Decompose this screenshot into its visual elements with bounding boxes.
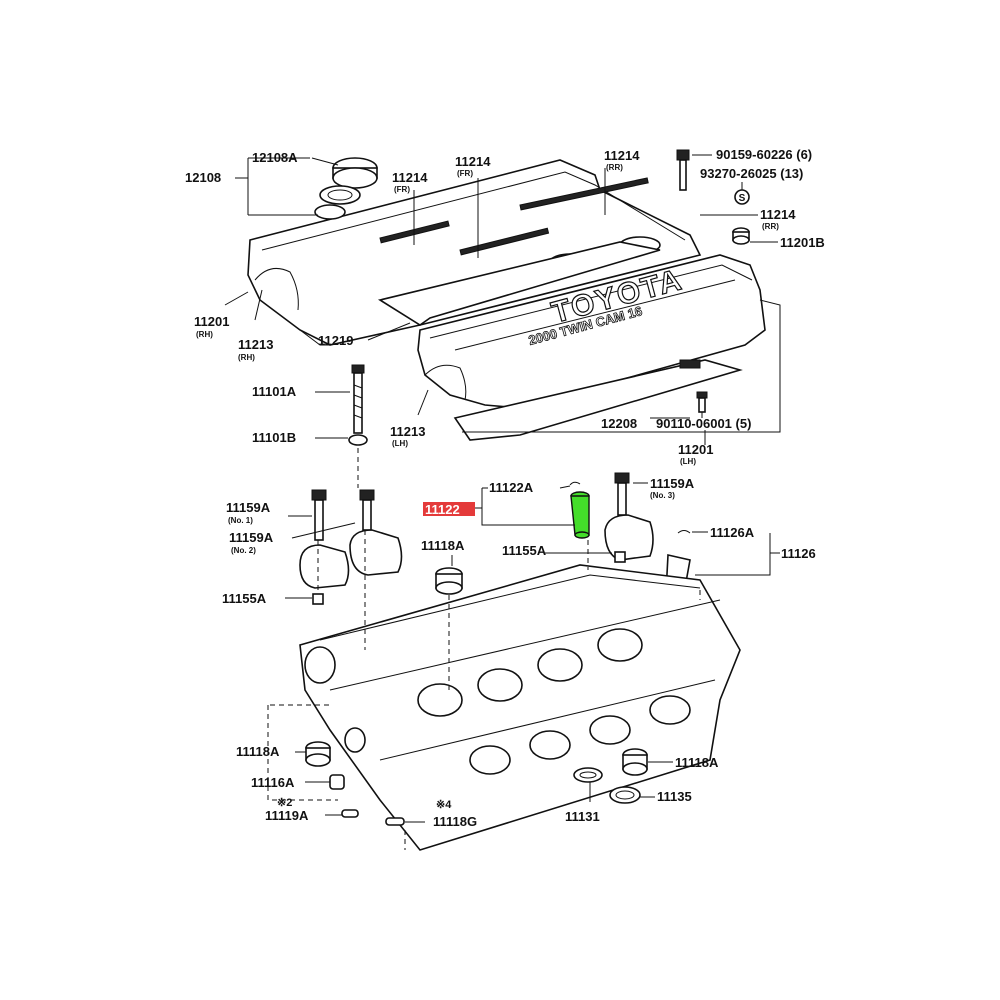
label-11155a-mid: 11155A (502, 543, 547, 558)
cam-bearing-cap-1 (299, 544, 350, 589)
stud-bolt-11101a (351, 364, 365, 434)
rh-baffle-rr (519, 177, 649, 211)
label-11201-lh: 11201 (678, 442, 713, 457)
grommet-11201b (732, 227, 750, 245)
label-11159a-no3-sub: (No. 3) (650, 491, 675, 500)
pin-11118g (385, 817, 405, 826)
snap-ring-11122a (569, 481, 581, 486)
label-11201-lh-sub: (LH) (680, 457, 696, 466)
plug-11118a-right (622, 748, 648, 776)
label-11118a-top: 11118A (421, 538, 465, 553)
label-11214-rr1-sub: (RR) (606, 163, 623, 172)
plug-11118a-top (435, 567, 463, 595)
label-11135: 11135 (657, 789, 692, 804)
oil-filler-neck (314, 204, 346, 220)
label-11219: 11219 (318, 333, 353, 348)
label-11214-fr1-sub: (FR) (394, 185, 410, 194)
seal-11135 (609, 786, 641, 804)
label-11126a: 11126A (710, 525, 755, 540)
label-11159a-no2-sub: (No. 2) (231, 546, 256, 555)
label-11214-rr1: 11214 (604, 148, 640, 163)
cylinder-head (299, 564, 741, 851)
label-11118a-left: 11118A (236, 744, 280, 759)
dowel-11155a-left (312, 593, 324, 605)
lh-vent-grid (679, 359, 701, 369)
label-12108: 12108 (185, 170, 221, 185)
label-11214-fr2-sub: (FR) (457, 169, 473, 178)
label-mark2: ※2 (277, 797, 292, 809)
cover-screw-90159 (676, 149, 690, 191)
ring-11126a (677, 530, 691, 534)
bolt-11159a-no1 (311, 489, 327, 541)
label-11118g: 11118G (433, 814, 477, 829)
label-11159a-no1: 11159A (226, 500, 271, 515)
highlight-11122-box (423, 502, 475, 516)
label-11201b: 11201B (780, 235, 825, 250)
label-11213-rh: 11213 (238, 337, 273, 352)
seal-washer-icon: S (734, 189, 750, 205)
oil-filler-cap (332, 157, 378, 189)
label-11201-rh: 11201 (194, 314, 229, 329)
label-11101a: 11101A (252, 384, 297, 399)
label-11122a: 11122A (489, 480, 534, 495)
washer-symbol: S (739, 193, 746, 204)
label-11214-fr2: 11214 (455, 154, 491, 169)
label-11201-rh-sub: (RH) (196, 330, 213, 339)
label-12108a: 12108A (252, 150, 298, 165)
valve-guide-11122 (570, 491, 590, 539)
gasket-12208 (453, 359, 743, 441)
label-11214-rr2: 11214 (760, 207, 796, 222)
label-11101b: 11101B (252, 430, 296, 445)
label-11214-fr1: 11214 (392, 170, 428, 185)
label-11126: 11126 (781, 546, 816, 561)
rh-baffle-fr2 (459, 227, 550, 256)
bolt-11159a-no2 (359, 489, 375, 531)
screw-90110 (696, 391, 708, 413)
label-11213-rh-sub: (RH) (238, 353, 255, 362)
gasket-11219 (377, 241, 661, 326)
label-90110: 90110-06001 (5) (656, 416, 751, 431)
head-ports (417, 628, 691, 775)
label-93270: 93270-26025 (13) (700, 166, 803, 181)
label-11159a-no3: 11159A (650, 476, 695, 491)
cam-bearing-cap-2 (349, 529, 403, 576)
label-11116a: 11116A (251, 775, 295, 790)
dashed-assembly-lines (267, 448, 701, 850)
label-11131: 11131 (565, 809, 600, 824)
bolt-11159a-no3 (614, 472, 630, 516)
plug-11118a-left (305, 741, 331, 767)
label-11213-lh: 11213 (390, 424, 425, 439)
label-11159a-no1-sub: (No. 1) (228, 516, 253, 525)
pin-11119a (341, 809, 359, 818)
label-11118a-right: 11118A (675, 755, 719, 770)
label-90159: 90159-60226 (6) (716, 147, 812, 162)
label-11213-lh-sub: (LH) (392, 439, 408, 448)
label-11214-rr2-sub: (RR) (762, 222, 779, 231)
label-mark4: ※4 (436, 799, 452, 811)
label-11155a-left: 11155A (222, 591, 267, 606)
label-11159a-no2: 11159A (229, 530, 274, 545)
label-11122: 11122 (425, 502, 460, 517)
oil-filler-gasket (319, 185, 361, 205)
cam-bearing-cap-3 (604, 514, 654, 561)
dowel-11155a-mid (614, 551, 626, 563)
part-labels: 12108A 12108 11214 (FR) 11214 (FR) 11214… (185, 147, 825, 829)
label-11119a: 11119A (265, 808, 309, 823)
washer-11101b (348, 434, 368, 446)
seal-11131 (573, 767, 603, 783)
label-12208: 12208 (601, 416, 637, 431)
leader-lines (224, 154, 781, 823)
plug-11116a (329, 774, 345, 790)
